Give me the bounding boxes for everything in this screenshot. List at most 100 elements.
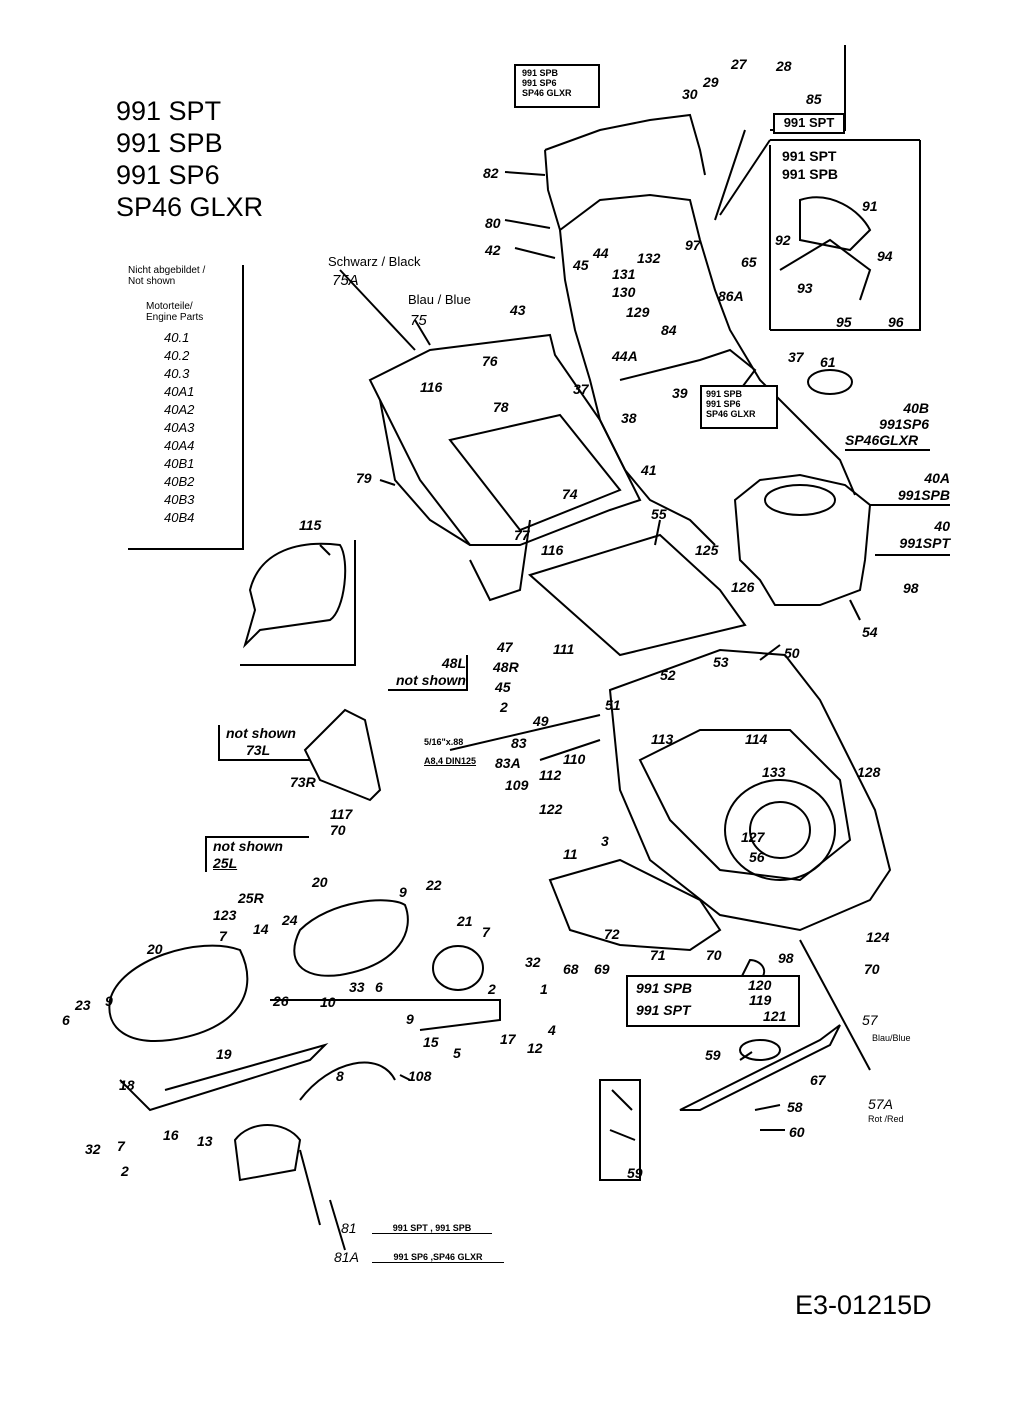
variant-label: 991 SPB — [782, 166, 839, 182]
part-number: 131 — [612, 266, 636, 282]
part-number: 4 — [548, 1022, 556, 1038]
part-number: 109 — [505, 777, 529, 793]
cable-81A-models: 991 SP6 ,SP46 GLXR — [372, 1252, 504, 1263]
part-number: 50 — [784, 645, 800, 661]
part-number: 12 — [527, 1040, 543, 1056]
part-number: 53 — [713, 654, 729, 670]
note-label: 25L — [213, 855, 238, 871]
engine-variant-label: 991SP6 — [879, 416, 929, 432]
part-number: 120 — [748, 977, 772, 993]
variant-label: SP46 GLXR — [706, 409, 756, 419]
part-number: 38 — [621, 410, 637, 426]
part-number: 72 — [604, 926, 620, 942]
bolt-spec: 5/16"x.88 — [424, 737, 464, 747]
part-number: 8 — [336, 1068, 344, 1084]
part-number: 30 — [682, 86, 698, 102]
part-number: 22 — [426, 877, 442, 893]
part-number: 112 — [539, 767, 562, 783]
engine-variant-40B: 40B 991SP6 — [873, 400, 929, 432]
part-number: 18 — [119, 1077, 135, 1093]
part-number: 49 — [533, 713, 549, 729]
part-number: 121 — [763, 1008, 787, 1024]
part-number: 59 — [627, 1165, 643, 1181]
upper-handle-drawing — [544, 149, 701, 241]
engine-part-code: 40A1 — [164, 384, 195, 399]
engine-part-code: 40.2 — [164, 348, 190, 363]
wheel-drawing — [432, 945, 484, 991]
part-number: 1 — [540, 981, 548, 997]
part-number: 83A — [495, 755, 521, 771]
bag-black-number: 75A — [332, 272, 359, 289]
part-number: 98 — [903, 580, 919, 596]
engine-parts-list: 40.1 40.2 40.3 40A1 40A2 40A3 40A4 40B1 … — [128, 329, 242, 527]
part-number: 73R — [290, 774, 316, 790]
part-number: 77 — [514, 527, 530, 543]
part-number: 128 — [857, 764, 881, 780]
grass-bag-drawing — [368, 333, 642, 546]
variant-box-mid-handle: 991 SPB 991 SP6 SP46 GLXR — [700, 385, 778, 429]
variant-label: 991 SP6 — [522, 78, 557, 88]
part-number: 45 — [573, 257, 589, 273]
part-number: 108 — [408, 1068, 432, 1084]
variant-label: 991 SP6 — [706, 399, 741, 409]
part-number: 76 — [482, 353, 498, 369]
part-number: 97 — [685, 237, 701, 253]
engine-variant-label: 40 — [934, 518, 950, 534]
part-number: 7 — [482, 924, 490, 940]
blade-57-label: 57 — [862, 1012, 878, 1028]
part-number: 122 — [539, 801, 563, 817]
engine-variant-40: 40 991SPT — [876, 518, 950, 552]
part-number: 54 — [862, 624, 878, 640]
part-number: 13 — [197, 1133, 213, 1149]
part-number: 126 — [731, 579, 755, 595]
part-number: 3 — [601, 833, 609, 849]
part-number: 44A — [612, 348, 638, 364]
model-label: 991 SPT — [116, 96, 222, 126]
part-number: 32 — [525, 954, 541, 970]
part-number: 71 — [650, 947, 666, 963]
part-number: 26 — [273, 993, 289, 1009]
not-shown-label-en: Not shown — [128, 276, 176, 287]
part-number: 123 — [213, 907, 237, 923]
part-number: 116 — [420, 379, 443, 395]
part-number: 32 — [85, 1141, 101, 1157]
part-number: 43 — [510, 302, 526, 318]
variant-box-top-right: 991 SPT — [773, 113, 845, 134]
bag-blue-number: 75 — [410, 312, 427, 329]
note-label: not shown — [213, 838, 283, 854]
variant-label: 991 SPB — [636, 980, 693, 996]
part-number: 125 — [695, 542, 719, 558]
part-number: 95 — [836, 314, 852, 330]
part-number: 33 — [349, 979, 365, 995]
part-number: 39 — [672, 385, 688, 401]
variant-label: 991 SPT — [636, 1002, 691, 1018]
cable-81A-label: 81A — [334, 1249, 359, 1265]
mower-deck-drawing — [608, 648, 892, 932]
engine-parts-title: Motorteile/ — [146, 301, 193, 312]
not-shown-73L: not shown 73L — [218, 725, 310, 761]
part-number: 48R — [493, 659, 519, 675]
part-number: 23 — [75, 997, 91, 1013]
part-number: 130 — [612, 284, 636, 300]
note-label: not shown — [226, 725, 296, 741]
variant-label: 991 SPB — [706, 389, 743, 399]
part-number: 132 — [637, 250, 661, 266]
blade-57-color: Blau/Blue — [872, 1033, 911, 1043]
part-number: 83 — [511, 735, 527, 751]
part-number: 58 — [787, 1099, 803, 1115]
variant-callout-label: 991 SPT 991 SPB — [782, 147, 838, 183]
part-number: 60 — [789, 1124, 805, 1140]
part-number: 96 — [888, 314, 904, 330]
part-number: 51 — [605, 697, 621, 713]
part-number: 94 — [877, 248, 893, 264]
part-number: 11 — [563, 846, 578, 862]
note-label: 73L — [246, 742, 271, 758]
variant-label: 991 SPT — [782, 148, 837, 164]
part-number: 127 — [741, 829, 765, 845]
model-label: 991 SPB — [116, 128, 223, 158]
engine-part-code: 40A4 — [164, 438, 195, 453]
part-number: 115 — [299, 517, 322, 533]
part-number: 69 — [594, 961, 610, 977]
part-number: 114 — [745, 731, 768, 747]
